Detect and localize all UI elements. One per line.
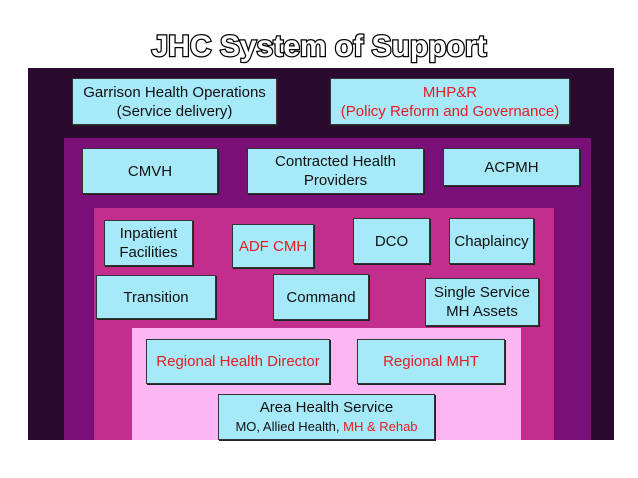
single-service-mh-assets-box: Single Service MH Assets: [425, 278, 539, 326]
title-text: JHC System of Support: [151, 30, 486, 63]
acpmh-label: ACPMH: [484, 158, 539, 176]
mhpr-line1: MHP&R: [422, 83, 478, 101]
command-label: Command: [286, 288, 356, 306]
area-health-line2: MO, Allied Health, MH & Rehab: [235, 417, 417, 436]
regional-mht-box: Regional MHT: [357, 339, 505, 384]
title-graphic: JHC System of Support: [150, 29, 488, 65]
area-health-line2-red: MH & Rehab: [343, 419, 418, 434]
transition-box: Transition: [96, 275, 216, 319]
single-service-line1: Single Service: [434, 284, 530, 301]
regional-director-label: Regional Health Director: [156, 353, 320, 370]
cmvh-box: CMVH: [82, 148, 218, 194]
inpatient-facilities-box: Inpatient Facilities: [104, 220, 193, 266]
chaplaincy-box: Chaplaincy: [449, 218, 534, 264]
inpatient-line1: Inpatient: [119, 225, 178, 242]
single-service-line2: MH Assets: [446, 303, 518, 320]
garrison-line1: Garrison Health Operations: [83, 83, 266, 101]
garrison-health-operations-box: Garrison Health Operations (Service deli…: [72, 78, 277, 125]
adf-cmh-label: ADF CMH: [238, 237, 308, 255]
command-box: Command: [273, 274, 369, 320]
contracted-line2: Providers: [303, 172, 368, 189]
regional-health-director-box: Regional Health Director: [146, 339, 330, 384]
mhpr-line2: (Policy Reform and Governance): [340, 102, 560, 120]
area-health-line2-black: MO, Allied Health,: [235, 419, 344, 434]
adf-cmh-box: ADF CMH: [232, 224, 314, 268]
contracted-health-providers-box: Contracted Health Providers: [247, 148, 424, 194]
transition-label: Transition: [123, 288, 189, 306]
garrison-line2: (Service delivery): [116, 102, 233, 120]
dco-label: DCO: [374, 232, 409, 250]
regional-mht-label: Regional MHT: [383, 353, 479, 370]
chaplaincy-label: Chaplaincy: [454, 232, 529, 250]
page-title: JHC System of Support: [0, 26, 638, 66]
acpmh-box: ACPMH: [443, 148, 580, 186]
cmvh-label: CMVH: [127, 162, 173, 180]
dco-box: DCO: [353, 218, 430, 264]
inpatient-line2: Facilities: [119, 244, 178, 261]
area-health-service-box: Area Health Service MO, Allied Health, M…: [218, 394, 435, 440]
contracted-line1: Contracted Health: [275, 153, 396, 170]
area-health-line1: Area Health Service: [259, 399, 394, 416]
mhpr-box: MHP&R (Policy Reform and Governance): [330, 78, 570, 125]
